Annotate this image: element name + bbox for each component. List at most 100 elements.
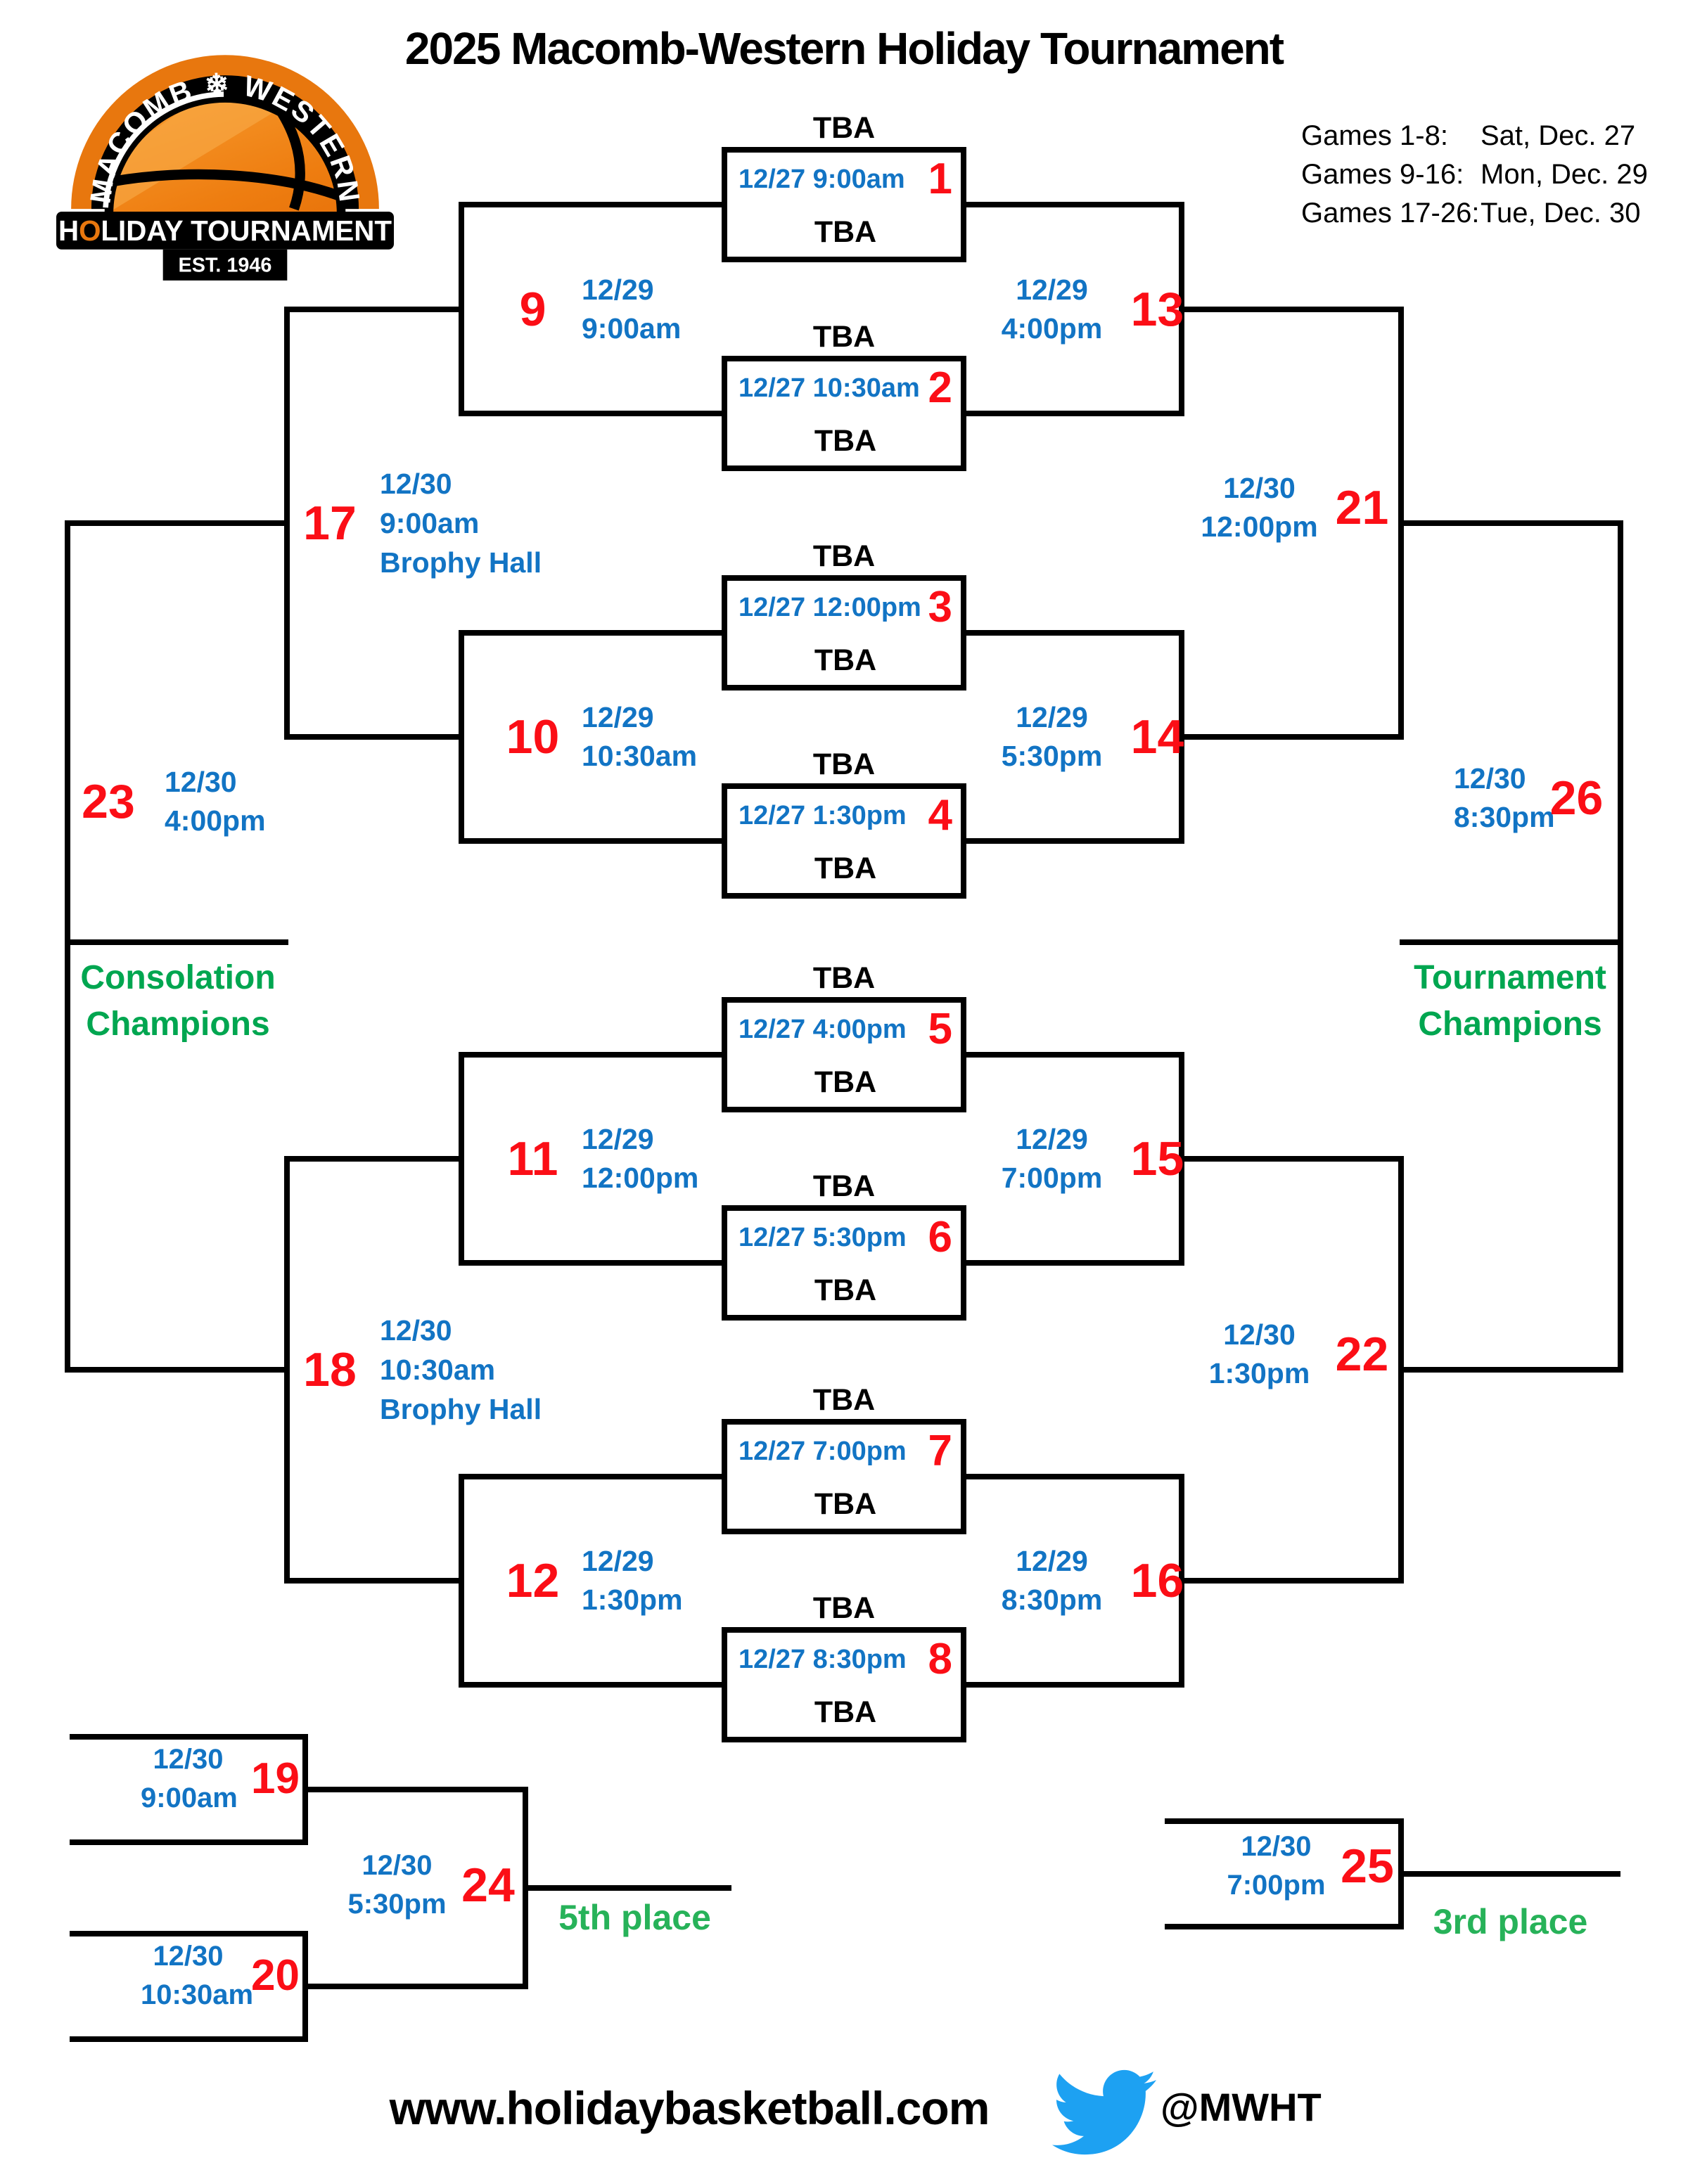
game-number: 15: [1130, 1132, 1184, 1186]
bracket-line: [284, 1156, 290, 1584]
game-datetime: 12/27 7:00pm: [738, 1436, 907, 1466]
schedule-row: Games 1-8: Sat, Dec. 27: [1301, 117, 1648, 155]
game-date: 12/30: [153, 1941, 224, 1972]
bracket-line: [284, 307, 290, 740]
bracket-line: [1165, 1818, 1401, 1824]
schedule-date: Tue, Dec. 30: [1481, 198, 1641, 229]
game-label-20: 12/30 10:30am 20: [141, 1936, 305, 2015]
bracket-line: [68, 520, 287, 526]
game-number: 8: [928, 1635, 952, 1683]
game-time: 4:00pm: [1001, 312, 1103, 345]
bracket-line: [70, 2036, 305, 2042]
twitter-handle: @MWHT: [1160, 2085, 1322, 2129]
bracket-line: [459, 1052, 464, 1266]
bracket-line: [459, 1474, 464, 1688]
team-slot: TBA: [812, 1383, 876, 1417]
game-number: 16: [1130, 1554, 1184, 1607]
game-date: 12/29: [582, 701, 654, 733]
bracket-line: [459, 202, 464, 416]
game-number: 18: [303, 1343, 357, 1396]
game-datetime: 12/27 12:00pm: [738, 592, 921, 622]
bracket-line: [70, 1734, 305, 1740]
team-slot: TBA: [812, 320, 876, 354]
bracket-line: [461, 838, 724, 844]
game-time: 10:30am: [141, 1979, 254, 2010]
game-time: 5:30pm: [1001, 740, 1103, 772]
team-slot: TBA: [814, 643, 877, 677]
team-slot: TBA: [812, 747, 876, 781]
bracket-line: [1182, 1156, 1401, 1162]
team-slot: TBA: [814, 852, 877, 885]
bracket-line: [70, 1931, 305, 1936]
bracket-line: [1182, 734, 1401, 740]
game-number: 21: [1335, 481, 1389, 534]
bracket-line: [287, 1578, 461, 1584]
schedule-games: Games 17-26:: [1301, 198, 1480, 229]
game-number: 4: [928, 791, 952, 840]
team-slot: TBA: [812, 1169, 876, 1203]
schedule-row: Games 9-16: Mon, Dec. 29: [1301, 155, 1648, 194]
team-slot: TBA: [814, 424, 877, 458]
game-date: 12/29: [1016, 274, 1088, 306]
game-label-14: 12/29 5:30pm 14: [990, 695, 1194, 779]
twitter-icon: [1052, 2069, 1156, 2155]
game-time: 9:00am: [380, 507, 480, 539]
team-slot: TBA: [814, 1487, 877, 1521]
game-datetime: 12/27 4:00pm: [738, 1014, 907, 1044]
game-date: 12/30: [1454, 762, 1526, 795]
schedule-games: Games 1-8:: [1301, 120, 1448, 151]
schedule-date: Mon, Dec. 29: [1481, 159, 1648, 190]
bracket-line: [964, 1682, 1182, 1688]
game-time: 9:00am: [141, 1782, 238, 1813]
game-date: 12/29: [1016, 1545, 1088, 1577]
game-venue: Brophy Hall: [380, 546, 542, 579]
game-number: 10: [506, 710, 560, 764]
game-time: 7:00pm: [1001, 1162, 1103, 1194]
game-number: 22: [1335, 1328, 1389, 1381]
game-datetime: 12/27 9:00am: [738, 164, 905, 194]
game-time: 10:30am: [380, 1354, 496, 1386]
ornament-o-icon: O: [79, 214, 101, 247]
bracket-line: [964, 411, 1182, 416]
game-date: 12/29: [1016, 701, 1088, 733]
schedule-date: Sat, Dec. 27: [1481, 120, 1636, 151]
team-slot: TBA: [814, 1695, 877, 1729]
game-time: 7:00pm: [1227, 1870, 1326, 1901]
bracket-line: [1401, 1367, 1620, 1373]
game-number: 20: [251, 1951, 300, 2000]
schedule-row: Games 17-26: Tue, Dec. 30: [1301, 194, 1648, 233]
tournament-logo: MACOMB ❄ WESTERN HOLIDAY TOURNAMENT EST.…: [56, 55, 394, 281]
game-number: 14: [1130, 710, 1184, 764]
game-venue: Brophy Hall: [380, 1393, 542, 1425]
game-date: 12/30: [165, 766, 237, 798]
bracket-line: [461, 1052, 724, 1058]
bracket-line: [964, 1052, 1182, 1058]
fifth-place-line: [525, 1885, 731, 1891]
game-number: 5: [928, 1005, 952, 1053]
game-date: 12/30: [1223, 472, 1296, 504]
bracket-line: [65, 520, 70, 1373]
fifth-place-label: 5th place: [558, 1898, 711, 1937]
bracket-line: [964, 630, 1182, 636]
bracket-line: [964, 202, 1182, 207]
team-slot: TBA: [814, 1065, 877, 1099]
website-url: www.holidaybasketball.com: [389, 2082, 990, 2134]
game-number: 1: [928, 155, 952, 203]
game-number: 19: [251, 1754, 300, 1803]
game-time: 4:00pm: [165, 804, 266, 837]
bracket-line: [1182, 1578, 1401, 1584]
bracket-line: [1165, 1924, 1401, 1929]
game-date: 12/30: [362, 1850, 433, 1881]
